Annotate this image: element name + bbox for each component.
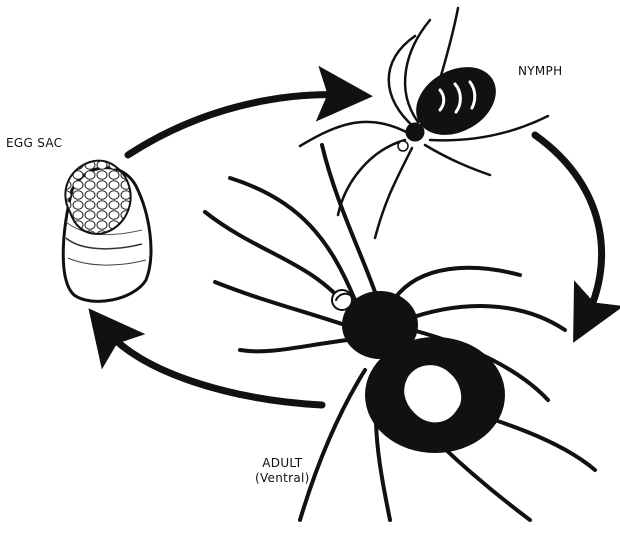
adult-label: ADULT (Ventral) — [255, 456, 310, 486]
egg-sac-label: EGG SAC — [6, 136, 62, 150]
nymph-label: NYMPH — [518, 64, 562, 78]
adult-title: ADULT — [255, 456, 310, 471]
arrow-egg-to-nymph — [128, 95, 345, 155]
arrow-adult-to-egg — [106, 330, 322, 405]
arrow-nymph-to-adult — [535, 135, 602, 318]
egg-sac-illustration — [63, 161, 151, 302]
cycle-arrows — [106, 95, 602, 405]
adult-subtitle: (Ventral) — [255, 471, 310, 486]
nymph-illustration — [300, 8, 548, 238]
